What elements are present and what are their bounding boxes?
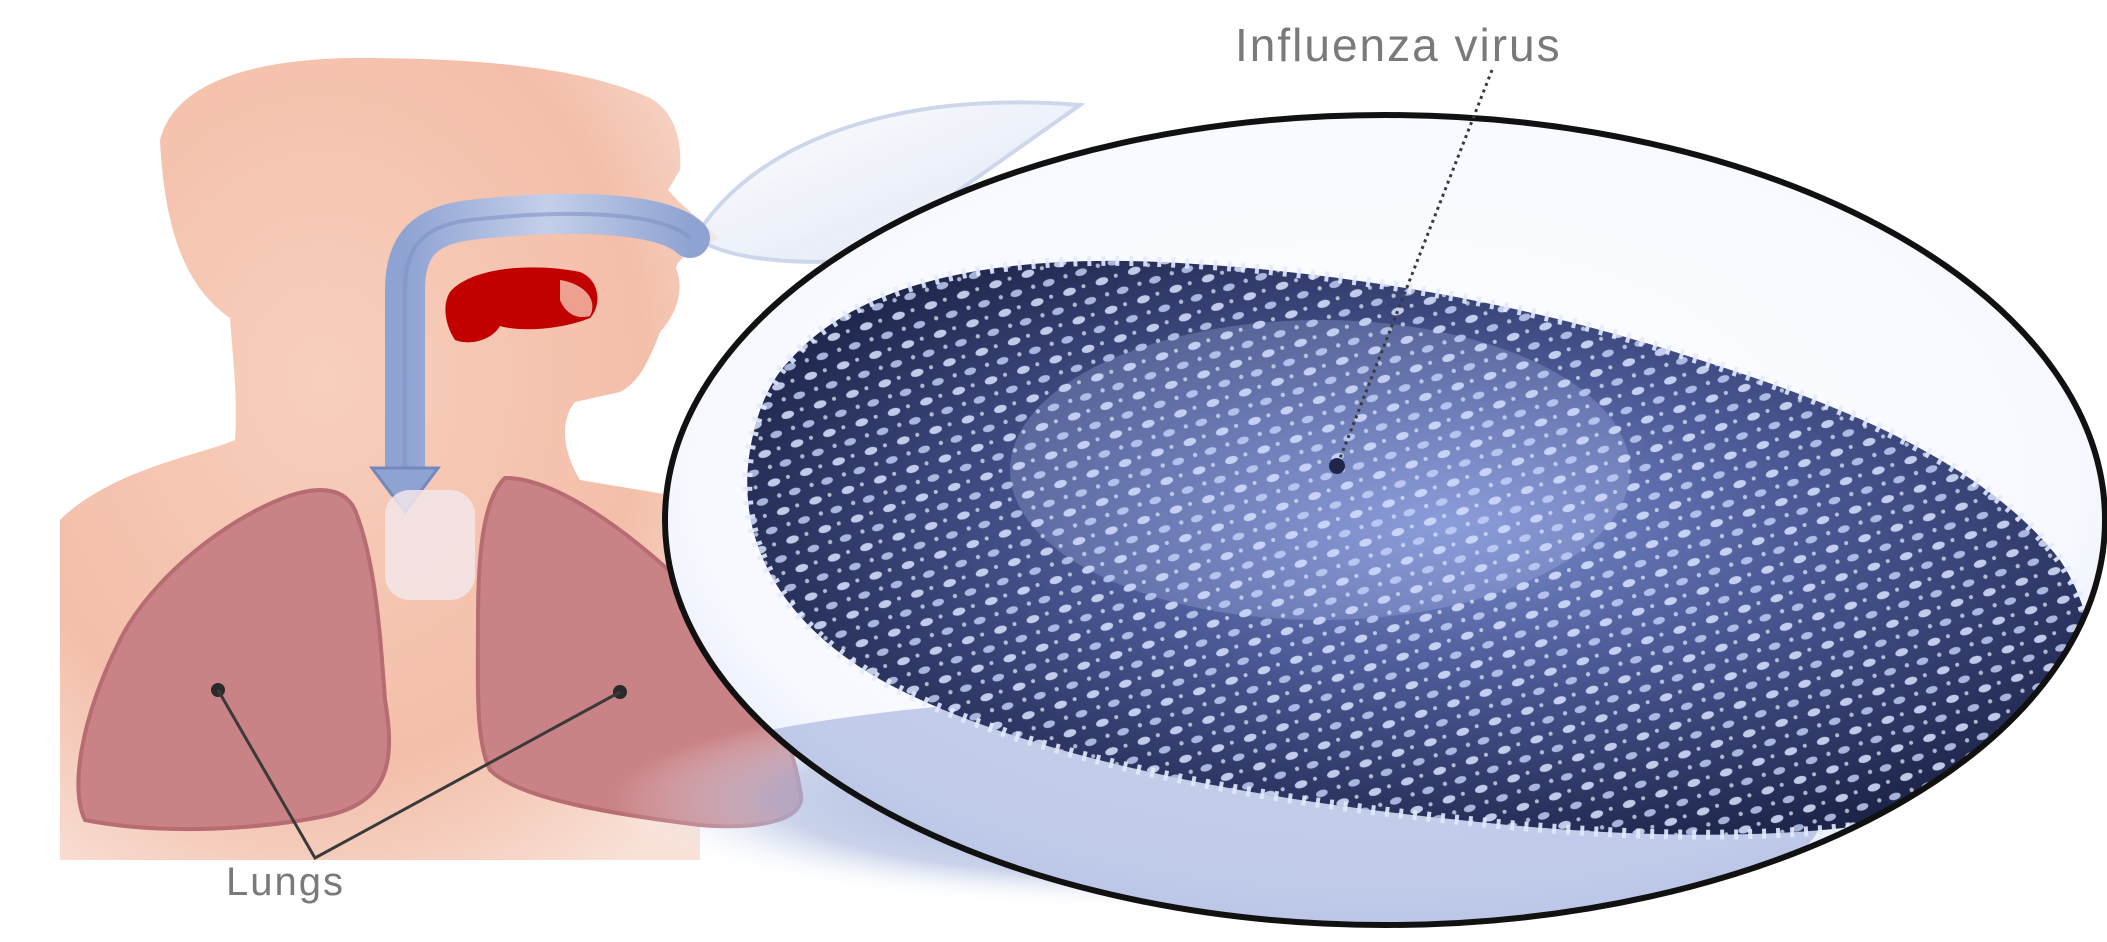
virus-marker <box>1329 458 1345 474</box>
influenza-virus-label: Influenza virus <box>1235 18 1562 72</box>
lungs-label: Lungs <box>226 860 345 905</box>
trachea <box>385 490 475 600</box>
